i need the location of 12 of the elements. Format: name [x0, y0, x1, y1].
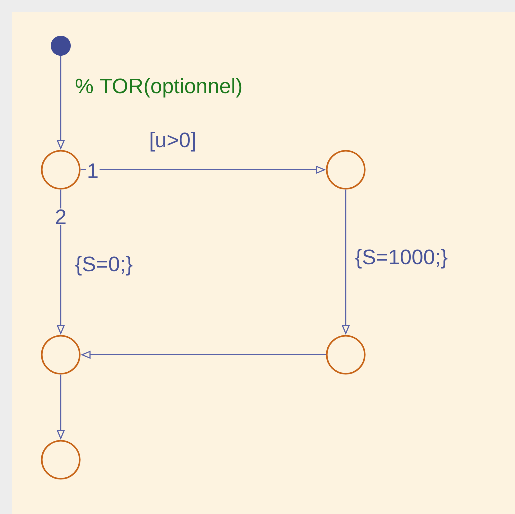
junction-circle [41, 150, 81, 190]
edge-label: {S=0;} [74, 255, 134, 277]
edge-label: {S=1000;} [354, 248, 450, 270]
junction-circle [41, 440, 81, 480]
default-transition-dot [51, 36, 71, 56]
junction-circle [326, 150, 366, 190]
junction-circle [41, 335, 81, 375]
edge-label: % TOR(optionnel) [74, 77, 244, 99]
order-number: 2 [54, 208, 68, 226]
junction-circle [326, 335, 366, 375]
order-number: 1 [86, 162, 100, 180]
edge-label: [u>0] [148, 131, 198, 153]
